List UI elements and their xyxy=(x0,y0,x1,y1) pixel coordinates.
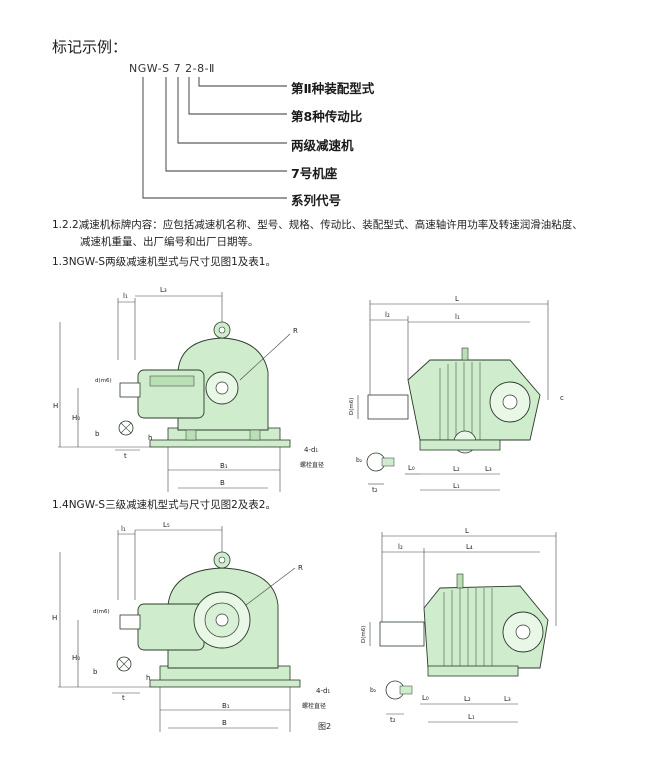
fig1-side-label-b2: b₂ xyxy=(356,457,363,464)
callout-series-code: 系列代号 xyxy=(291,193,342,208)
fig1-label-l1: l₁ xyxy=(123,292,128,300)
paragraph-1-2-2-line1: 1.2.2减速机标牌内容：应包括减速机名称、型号、规格、传动比、装配型式、高速轴… xyxy=(52,219,583,231)
fig2-side-label-l4: L₄ xyxy=(466,543,473,551)
callout-frame-size: 7号机座 xyxy=(291,166,338,181)
fig1-label-d: d(m6) xyxy=(95,378,112,384)
fig1-label-bb: B xyxy=(220,479,225,487)
fig1-label-b: b xyxy=(95,430,100,438)
fig1-side-label-l: L xyxy=(455,295,459,303)
model-code: NGW-S 7 2-8-Ⅱ xyxy=(129,62,215,75)
fig1-side-label-d: D(m6) xyxy=(349,398,355,415)
fig2-side-label-t2: t₂ xyxy=(390,716,396,724)
fig2-label-h: H xyxy=(52,614,57,622)
fig2-label-r: R xyxy=(298,564,303,572)
paragraph-1-2-2-line2: 减速机重量、出厂编号和出厂日期等。 xyxy=(80,236,259,248)
paragraph-1-3: 1.3NGW-S两级减速机型式与尺寸见图1及表1。 xyxy=(52,256,276,268)
paragraph-1-4: 1.4NGW-S三级减速机型式与尺寸见图2及表2。 xyxy=(52,499,276,511)
callout-assembly-type: 第Ⅱ种装配型式 xyxy=(291,81,375,96)
fig1-label-t: t xyxy=(124,452,127,460)
figure2-front-dimensions xyxy=(58,526,296,732)
figure1-front-dimensions xyxy=(58,292,291,492)
fig2-label-b: b xyxy=(93,668,98,676)
figure2-front-view xyxy=(116,551,301,688)
fig2-label-bolt-caption: 螺栓直径 xyxy=(302,702,326,710)
page-heading: 标记示例： xyxy=(52,38,128,56)
fig2-label-b1: B₁ xyxy=(222,702,230,710)
fig2-side-label-d: D(m6) xyxy=(361,626,367,643)
figure1-front-view xyxy=(118,321,291,448)
fig2-label-h0: H₀ xyxy=(72,654,80,662)
fig1-label-h-small: h xyxy=(148,434,152,442)
fig1-side-label-c: c xyxy=(560,394,564,402)
fig2-label-d: d(m6) xyxy=(93,609,110,615)
figure1-side-dimensions xyxy=(357,300,549,491)
fig2-label-bb: B xyxy=(222,719,227,727)
fig1-side-label-l1b: L₁ xyxy=(453,482,460,490)
fig1-label-bolt: 4-d₁ xyxy=(304,446,318,454)
fig1-side-label-l0: L₀ xyxy=(408,464,415,472)
callout-ratio: 第8种传动比 xyxy=(291,109,363,124)
fig1-label-b1: B₁ xyxy=(220,462,228,470)
figure2-side-view xyxy=(379,573,549,700)
fig2-side-label-l2b: L₂ xyxy=(464,695,471,703)
fig2-side-label-l1: L₁ xyxy=(468,713,475,721)
fig2-label-bolt: 4-d₁ xyxy=(316,687,330,695)
fig2-side-label-b2: b₂ xyxy=(370,687,377,694)
fig2-label-h-small: h xyxy=(146,674,150,682)
fig1-side-label-l1: l₁ xyxy=(455,313,460,321)
fig1-label-l3: L₃ xyxy=(160,286,167,294)
fig2-side-label-l: L xyxy=(465,527,469,535)
callout-leaders xyxy=(142,77,287,199)
fig2-side-label-l2: l₂ xyxy=(398,543,403,551)
fig2-label-l5: L₅ xyxy=(163,521,170,529)
fig2-side-label-l3: L₃ xyxy=(504,695,511,703)
figure1-side-view xyxy=(366,347,541,472)
fig1-side-label-l3: L₃ xyxy=(485,465,492,473)
fig2-label-l1: l₁ xyxy=(121,525,126,533)
callout-stages: 两级减速机 xyxy=(291,138,354,153)
fig2-caption: 图2 xyxy=(318,722,331,731)
figure2-side-dimensions xyxy=(369,532,557,723)
fig2-label-t: t xyxy=(122,694,125,702)
fig1-side-label-t2: t₂ xyxy=(372,486,378,494)
fig1-label-r: R xyxy=(293,327,298,335)
fig1-side-label-l2b: L₂ xyxy=(453,465,460,473)
fig1-label-bolt-caption: 螺栓直径 xyxy=(300,461,324,469)
fig2-side-label-l0: L₀ xyxy=(422,694,429,702)
fig1-label-h0: H₀ xyxy=(72,414,80,422)
fig1-side-label-l2: l₂ xyxy=(385,311,390,319)
fig1-label-h: H xyxy=(53,402,58,410)
